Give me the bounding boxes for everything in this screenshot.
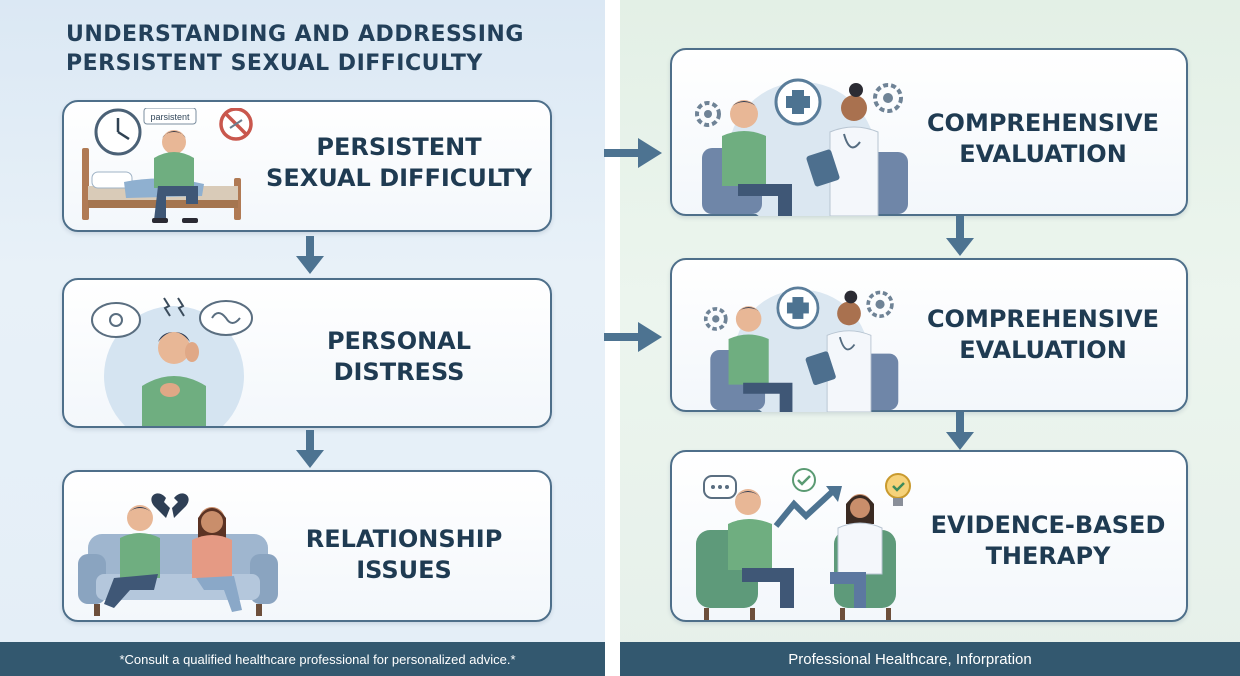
step-label-line1: EVIDENCE-BASED [930, 511, 1166, 539]
footer-credit: Professional Healthcare, Inforpration [620, 642, 1240, 676]
footer-credit-text: Professional Healthcare, Inforpration [788, 650, 1032, 668]
clipboard-icon [806, 149, 840, 187]
step-label-relationship-issues: RELATIONSHIP ISSUES [274, 524, 534, 586]
clipboard-icon [805, 351, 836, 386]
step-label-line1: PERSONAL [326, 327, 472, 355]
footer-disclaimer-text: *Consult a qualified healthcare professi… [119, 651, 516, 667]
medical-cross-icon [776, 286, 820, 330]
step-label-line2: DISTRESS [333, 358, 465, 386]
relationship-issues-illustration [78, 493, 278, 616]
step-card-relationship-issues: RELATIONSHIP ISSUES [62, 470, 552, 622]
step-card-comprehensive-evaluation-2: COMPREHENSIVE EVALUATION [670, 258, 1188, 412]
step-label-line2: SEXUAL DIFFICULTY [266, 164, 532, 192]
chat-bubble-icon [703, 475, 737, 499]
step-label-line2: ISSUES [356, 556, 452, 584]
personal-distress-illustration [91, 297, 253, 426]
therapy-illustration [696, 468, 911, 620]
stethoscope-icon [843, 133, 861, 149]
doctor-figure [806, 83, 908, 216]
right-arrow-2 [604, 322, 662, 352]
step-label-line1: PERSISTENT [316, 133, 482, 161]
check-icon [792, 468, 816, 492]
footer-disclaimer: *Consult a qualified healthcare professi… [0, 642, 605, 676]
patient-figure [728, 489, 794, 608]
clock-icon [94, 108, 142, 156]
woman-figure [192, 507, 242, 612]
patient-figure [702, 100, 792, 216]
persistent-tag-text: parsistent [150, 112, 190, 122]
evaluation-illustration-2 [703, 286, 899, 412]
thought-bubble-icon [91, 297, 253, 338]
person-figure [152, 130, 198, 223]
main-title-line2: PERSISTENT SEXUAL DIFFICULTY [66, 51, 483, 76]
main-title-line1: UNDERSTANDING AND ADDRESSING [66, 22, 524, 47]
step-label-evaluation-1: COMPREHENSIVE EVALUATION [912, 108, 1174, 170]
step-label-line1: RELATIONSHIP [305, 525, 503, 553]
doctor-figure [805, 290, 899, 412]
stethoscope-icon [839, 336, 856, 351]
lightbulb-icon [885, 473, 911, 506]
person-figure [142, 332, 206, 426]
persistent-difficulty-illustration: parsistent [82, 108, 253, 223]
right-arrow-1 [604, 138, 662, 168]
down-arrow-2 [296, 430, 324, 468]
down-arrow-1 [296, 236, 324, 274]
step-label-line1: COMPREHENSIVE [926, 305, 1160, 333]
step-card-personal-distress: PERSONAL DISTRESS [62, 278, 552, 428]
step-label-therapy: EVIDENCE-BASED THERAPY [922, 510, 1174, 572]
step-label-line2: EVALUATION [959, 336, 1127, 364]
step-label-line2: EVALUATION [959, 140, 1127, 168]
step-label-evaluation-2: COMPREHENSIVE EVALUATION [912, 304, 1174, 366]
step-label-line2: THERAPY [985, 542, 1111, 570]
trend-arrow-icon [773, 486, 842, 528]
therapist-figure [830, 494, 883, 608]
main-title: UNDERSTANDING AND ADDRESSING PERSISTENT … [66, 20, 586, 78]
step-card-evidence-based-therapy: EVIDENCE-BASED THERAPY [670, 450, 1188, 622]
down-arrow-3 [946, 216, 974, 256]
gear-icon [703, 290, 894, 331]
step-card-comprehensive-evaluation-1: COMPREHENSIVE EVALUATION [670, 48, 1188, 216]
evaluation-illustration-1 [695, 78, 908, 216]
medical-cross-icon [774, 78, 822, 126]
gear-icon [695, 83, 903, 127]
step-label-line1: COMPREHENSIVE [926, 109, 1160, 137]
down-arrow-4 [946, 412, 974, 450]
step-label-personal-distress: PERSONAL DISTRESS [264, 326, 534, 388]
no-sign-icon [219, 108, 253, 141]
broken-heart-icon [151, 493, 189, 518]
man-figure [104, 505, 160, 608]
step-label-persistent-difficulty: PERSISTENT SEXUAL DIFFICULTY [264, 132, 534, 194]
step-card-persistent-difficulty: parsistent PERSISTENT SEXUAL DIFFICULTY [62, 100, 552, 232]
patient-figure [710, 306, 793, 412]
